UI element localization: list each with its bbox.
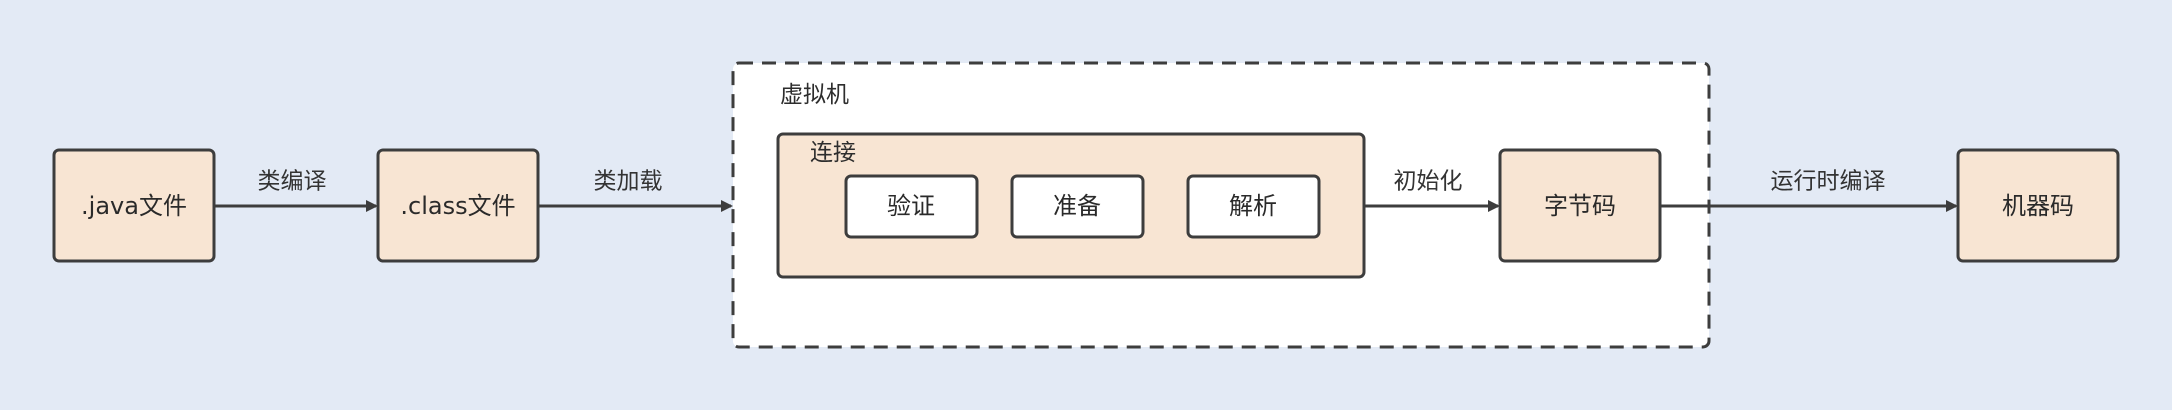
machine-code-label: 机器码 xyxy=(2002,192,2074,220)
prepare-label: 准备 xyxy=(1053,192,1101,220)
bytecode-label: 字节码 xyxy=(1544,192,1616,220)
compile-edge-label: 类编译 xyxy=(257,168,327,195)
class-file-label: .class文件 xyxy=(400,192,516,220)
initialize-edge-label: 初始化 xyxy=(1393,168,1463,195)
java-file-label: .java文件 xyxy=(81,192,187,220)
verify-label: 验证 xyxy=(887,192,935,220)
resolve-label: 解析 xyxy=(1229,192,1277,220)
load-edge-label: 类加载 xyxy=(593,168,663,195)
resolve-box xyxy=(1186,174,1321,239)
jit-edge-label: 运行时编译 xyxy=(1770,168,1886,195)
verify-box xyxy=(844,174,979,239)
prepare-box xyxy=(1010,174,1145,239)
machine-code-box xyxy=(1956,148,2120,263)
vm-group-label: 虚拟机 xyxy=(780,82,849,108)
linking-label: 连接 xyxy=(810,140,856,166)
